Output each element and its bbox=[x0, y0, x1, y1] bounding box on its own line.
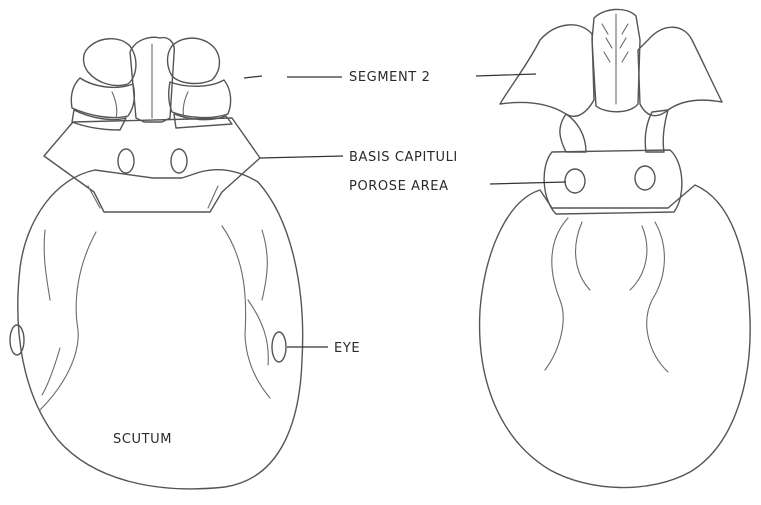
right-palp-right-lower bbox=[645, 110, 668, 152]
left-porose-area-right bbox=[171, 149, 187, 173]
right-scutum-furrow-1 bbox=[576, 222, 590, 290]
left-scutum-furrow-4 bbox=[248, 300, 268, 365]
left-palp-left-segment-3 bbox=[72, 110, 126, 130]
left-chelicera-notch-right bbox=[183, 92, 188, 118]
right-scutum-outline bbox=[480, 185, 751, 488]
annotations: SEGMENT 2 BASIS CAPITULI POROSE AREA EYE… bbox=[113, 70, 566, 447]
right-porose-area-right bbox=[635, 166, 655, 190]
right-scutum-groove-right bbox=[647, 222, 668, 372]
basis-capituli-label: BASIS CAPITULI bbox=[349, 150, 458, 165]
right-palp-right bbox=[638, 27, 722, 115]
porose-leader bbox=[490, 182, 566, 184]
right-scutum-furrow-2 bbox=[630, 226, 647, 290]
left-basis-capituli-inner bbox=[88, 186, 218, 208]
left-scutum-furrow-1 bbox=[44, 230, 50, 300]
segment-leader-right bbox=[476, 74, 536, 76]
eye-label: EYE bbox=[334, 341, 360, 356]
left-scutum-furrow-3 bbox=[42, 348, 60, 395]
left-palp-right-segment-2 bbox=[169, 80, 231, 118]
left-scutum-groove-right bbox=[222, 226, 270, 398]
segment-label: SEGMENT 2 bbox=[349, 70, 430, 85]
left-porose-area-left bbox=[118, 149, 134, 173]
left-eye-left bbox=[10, 325, 24, 355]
left-basis-capituli bbox=[44, 118, 260, 212]
right-specimen bbox=[480, 9, 751, 487]
left-palp-right-segment-1 bbox=[168, 38, 220, 83]
right-hypostome-denticles bbox=[602, 24, 628, 62]
porose-area-label: POROSE AREA bbox=[349, 179, 449, 194]
left-palp-right-segment-3 bbox=[174, 114, 232, 128]
scutum-label: SCUTUM bbox=[113, 432, 172, 447]
left-chelicera-notch-left bbox=[112, 92, 117, 118]
left-palp-left-segment-1 bbox=[84, 39, 136, 86]
right-palp-left bbox=[500, 25, 594, 117]
left-scutum-furrow-2 bbox=[262, 230, 267, 300]
basis-leader bbox=[260, 156, 343, 158]
left-specimen bbox=[10, 37, 303, 489]
left-palp-left-segment-2 bbox=[71, 78, 134, 118]
right-scutum-groove-left bbox=[545, 218, 568, 370]
left-eye-right bbox=[272, 332, 286, 362]
segment-leader-left-dash bbox=[244, 76, 262, 78]
right-palp-left-lower bbox=[560, 114, 586, 152]
right-porose-area-left bbox=[565, 169, 585, 193]
